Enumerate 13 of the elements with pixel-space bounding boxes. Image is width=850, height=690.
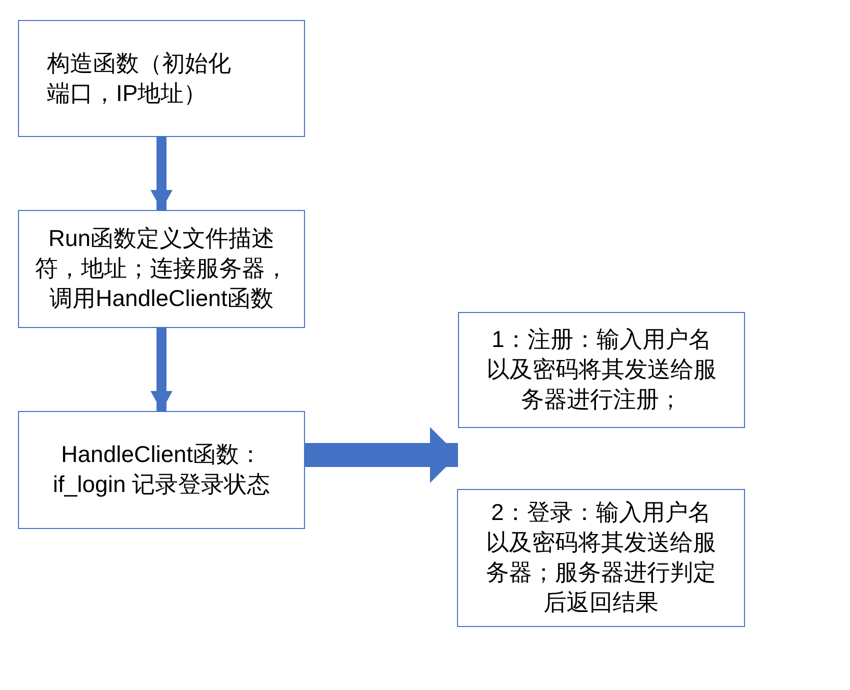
box-label: 构造函数（初始化端口，IP地址） bbox=[47, 48, 232, 108]
step-box bbox=[458, 312, 745, 428]
box-label: 1：注册：输入用户名以及密码将其发送给服务器进行注册； bbox=[486, 325, 718, 414]
arrow bbox=[150, 137, 172, 210]
process-box bbox=[18, 411, 305, 529]
step-box bbox=[457, 489, 745, 627]
box-label: 2：登录：输入用户名以及密码将其发送给服务器；服务器进行判定后返回结果 bbox=[485, 498, 717, 617]
box-label: Run函数定义文件描述符，地址；连接服务器，调用HandleClient函数 bbox=[34, 224, 289, 313]
arrow bbox=[150, 328, 172, 411]
process-box bbox=[18, 210, 305, 328]
process-box bbox=[18, 20, 305, 137]
arrow bbox=[305, 427, 458, 483]
box-label: HandleClient函数：if_login 记录登录状态 bbox=[52, 440, 272, 499]
